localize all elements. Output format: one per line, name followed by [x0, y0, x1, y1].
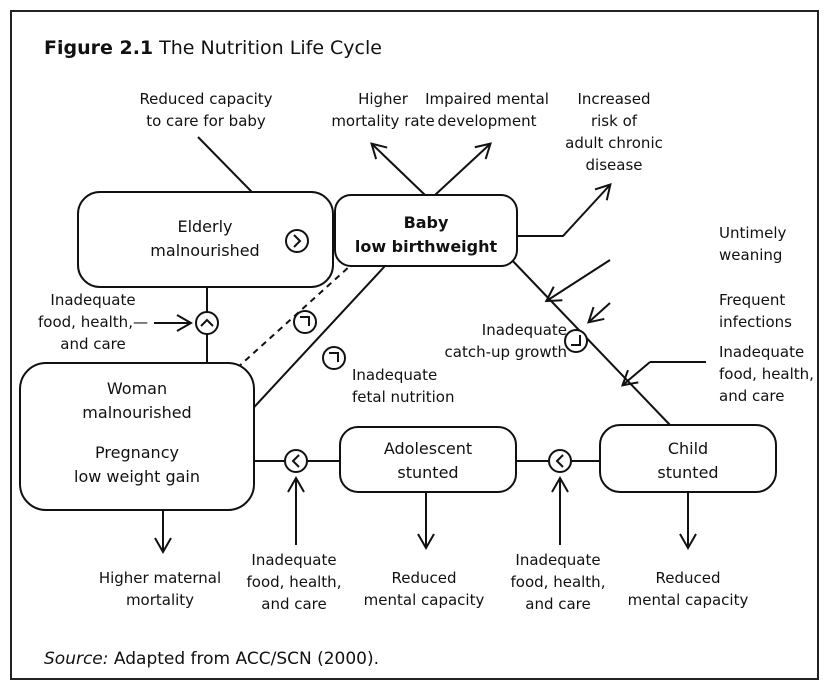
- arrow-higher-mortality: [370, 142, 426, 196]
- figure-label: Figure 2.1: [44, 37, 153, 59]
- inadequate-bottom-left-line2: food, health,: [247, 573, 342, 591]
- inadequate-left-line3: and care: [60, 335, 126, 353]
- fetal-nutrition-line1: Inadequate: [352, 366, 437, 384]
- impaired-mental-line2: development: [438, 112, 537, 130]
- node-corner-right: [564, 329, 588, 353]
- frequent-infections-line1: Frequent: [719, 291, 785, 309]
- node-left-chevron-b: [548, 449, 572, 473]
- chronic-line2: risk of: [591, 112, 638, 130]
- maternal-mortality-line1: Higher maternal: [99, 569, 221, 587]
- source-note: Source: Adapted from ACC/SCN (2000).: [44, 649, 379, 669]
- reduced-capacity-line2: to care for baby: [146, 112, 266, 130]
- untimely-weaning-line2: weaning: [719, 246, 782, 264]
- inadequate-right-line1: Inadequate: [719, 343, 804, 361]
- arrow-untimely-weaning: [544, 259, 611, 303]
- baby-line1: Baby: [404, 213, 449, 232]
- arrow-inadequate-right: [620, 361, 651, 387]
- box-child: [599, 424, 777, 493]
- inadequate-bottom-right-line1: Inadequate: [515, 551, 600, 569]
- box-baby: [334, 194, 518, 267]
- arrow-impaired-mental: [434, 142, 492, 196]
- baby-line2: low birthweight: [355, 237, 498, 256]
- impaired-mental-line1: Impaired mental: [425, 90, 549, 108]
- inadequate-bottom-right-line3: and care: [525, 595, 591, 613]
- source-prefix: Source:: [44, 649, 109, 669]
- node-right-chevron: [285, 229, 309, 253]
- node-up-chevron: [195, 311, 219, 335]
- line-woman-baby: [243, 265, 386, 419]
- reduced-mental-adolescent-line1: Reduced: [391, 569, 456, 587]
- source-text: Adapted from ACC/SCN (2000).: [109, 649, 380, 669]
- catch-up-line2: catch-up growth: [445, 343, 567, 361]
- higher-mortality-line1: Higher: [358, 90, 409, 108]
- woman-line2: malnourished: [82, 403, 191, 422]
- fetal-nutrition-line2: fetal nutrition: [352, 388, 454, 406]
- reduced-capacity-line1: Reduced capacity: [139, 90, 272, 108]
- inadequate-right-line2: food, health,: [719, 365, 814, 383]
- reduced-mental-adolescent-line2: mental capacity: [364, 591, 485, 609]
- elderly-line2: malnourished: [150, 241, 259, 260]
- chronic-line1: Increased: [577, 90, 650, 108]
- inadequate-bottom-right-line2: food, health,: [511, 573, 606, 591]
- reduced-mental-child-line1: Reduced: [655, 569, 720, 587]
- untimely-weaning-line1: Untimely: [719, 224, 787, 242]
- woman-line4: low weight gain: [74, 467, 200, 486]
- chronic-line4: disease: [586, 156, 643, 174]
- inadequate-left-line2: food, health,—: [38, 313, 148, 331]
- inadequate-bottom-left-line1: Inadequate: [251, 551, 336, 569]
- line-baby-child: [507, 255, 671, 426]
- inadequate-left-line1: Inadequate: [50, 291, 135, 309]
- woman-line1: Woman: [107, 379, 167, 398]
- arrow-frequent-infections: [587, 302, 611, 324]
- reduced-mental-child-line2: mental capacity: [628, 591, 749, 609]
- maternal-mortality-line2: mortality: [126, 591, 194, 609]
- line-woman-baby-dashed: [236, 265, 351, 369]
- child-line2: stunted: [657, 463, 718, 482]
- node-left-chevron-a: [284, 449, 308, 473]
- child-line1: Child: [668, 439, 708, 458]
- box-adolescent: [339, 426, 517, 493]
- higher-mortality-line2: mortality rate: [331, 112, 434, 130]
- inadequate-right-line3: and care: [719, 387, 785, 405]
- node-corner-upper: [293, 310, 317, 334]
- inadequate-bottom-left-line3: and care: [261, 595, 327, 613]
- adolescent-line2: stunted: [397, 463, 458, 482]
- node-corner-lower: [322, 346, 346, 370]
- frequent-infections-line2: infections: [719, 313, 792, 331]
- figure-frame: [10, 10, 819, 680]
- arrow-chronic-disease: [517, 183, 612, 237]
- adolescent-line1: Adolescent: [384, 439, 472, 458]
- catch-up-line1: Inadequate: [482, 321, 567, 339]
- box-elderly: [77, 191, 334, 288]
- figure-title-text: The Nutrition Life Cycle: [158, 37, 382, 59]
- chronic-line3: adult chronic: [565, 134, 663, 152]
- woman-line3: Pregnancy: [95, 443, 179, 462]
- box-woman: [19, 362, 255, 511]
- elderly-line1: Elderly: [177, 217, 232, 236]
